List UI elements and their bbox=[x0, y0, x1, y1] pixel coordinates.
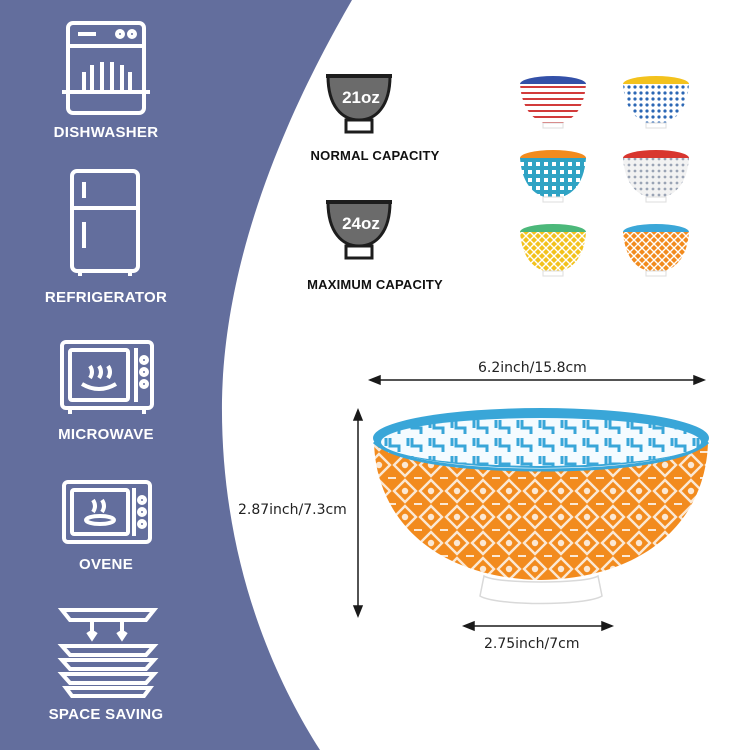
bowl-capacity-icon-normal bbox=[326, 74, 392, 134]
thumbnail-bowl-red-gray bbox=[623, 150, 689, 203]
feature-label-space-saving: SPACE SAVING bbox=[48, 706, 164, 723]
main-bowl-image bbox=[372, 408, 710, 605]
thumbnail-bowl-orange-teal bbox=[520, 150, 586, 203]
feature-label-microwave: MICROWAVE bbox=[58, 426, 154, 443]
oven-icon bbox=[62, 480, 152, 544]
refrigerator-icon bbox=[70, 169, 140, 276]
thumbnail-bowl-blue-orange bbox=[623, 224, 689, 277]
stacked-plates-icon bbox=[57, 608, 159, 698]
dimension-width-label: 6.2inch/15.8cm bbox=[478, 360, 587, 376]
microwave-icon bbox=[60, 340, 154, 414]
thumbnail-bowl-red-blue bbox=[520, 76, 586, 129]
capacity-maximum-value: 24oz bbox=[342, 214, 380, 233]
dimension-base-label: 2.75inch/7cm bbox=[484, 636, 580, 652]
feature-label-oven: OVENE bbox=[78, 556, 133, 573]
capacity-maximum-label: MAXIMUM CAPACITY bbox=[307, 277, 443, 292]
capacity-normal-label: NORMAL CAPACITY bbox=[310, 148, 440, 163]
thumbnail-bowl-yellow-blue bbox=[623, 76, 689, 129]
bowl-set-thumbnails bbox=[520, 76, 689, 277]
feature-label-dishwasher: DISHWASHER bbox=[53, 124, 159, 141]
bowl-capacity-icon-maximum bbox=[326, 200, 392, 260]
feature-label-refrigerator: REFRIGERATOR bbox=[44, 289, 168, 306]
dishwasher-icon bbox=[62, 21, 150, 115]
capacity-normal-value: 21oz bbox=[342, 88, 380, 107]
dimension-height-label: 2.87inch/7.3cm bbox=[238, 502, 347, 518]
thumbnail-bowl-green-yellow bbox=[520, 224, 586, 277]
